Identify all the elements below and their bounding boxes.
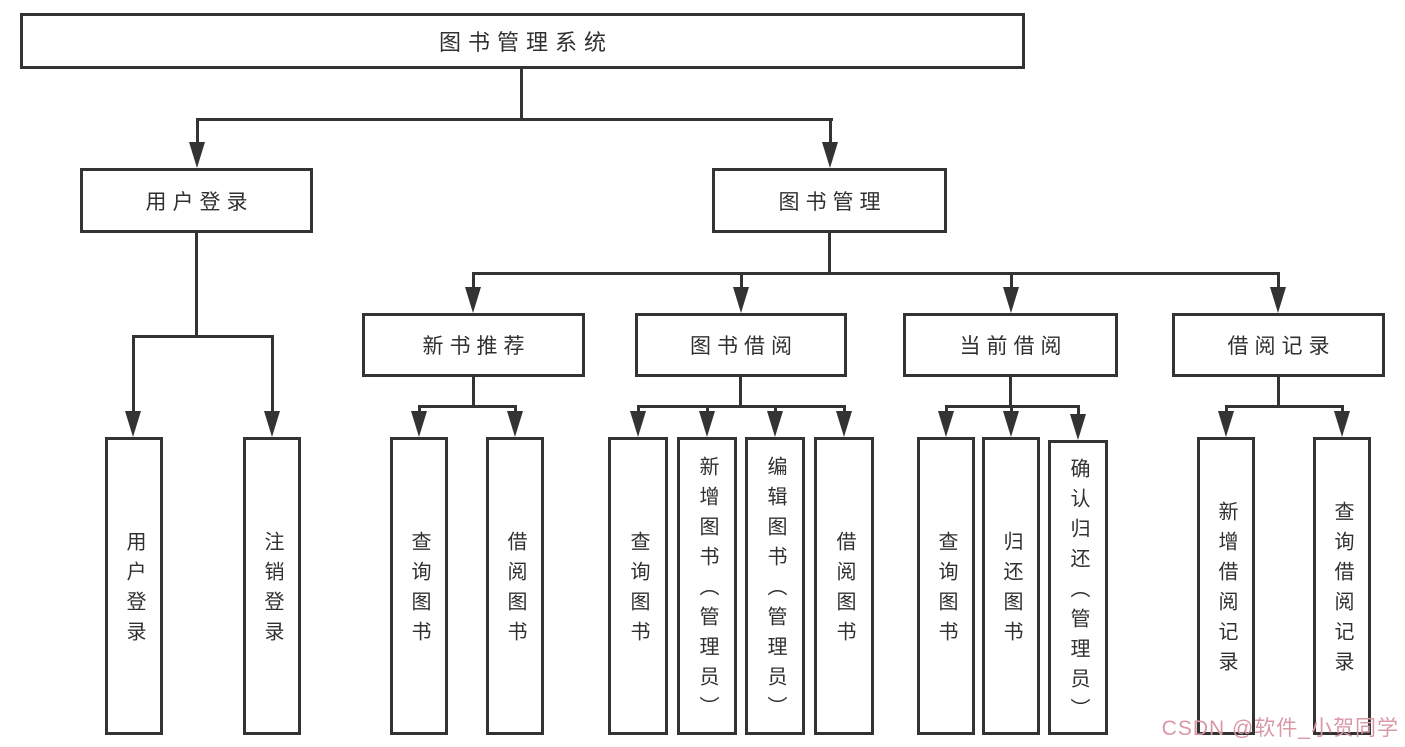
arrowhead-down-icon bbox=[1218, 411, 1234, 437]
connector-line bbox=[739, 377, 742, 407]
leaf-label: 借阅图书 bbox=[833, 531, 855, 651]
arrowhead-down-icon bbox=[733, 287, 749, 313]
connector-line bbox=[195, 233, 198, 338]
connector-line bbox=[472, 272, 1280, 275]
leaf-current-query-books: 查询图书 bbox=[917, 437, 975, 735]
arrowhead-down-icon bbox=[1270, 287, 1286, 313]
leaf-label: 新增图书（管理员） bbox=[696, 456, 718, 726]
connector-line bbox=[132, 335, 274, 338]
connector-line bbox=[1225, 405, 1344, 408]
connector-line bbox=[1341, 407, 1344, 413]
arrowhead-down-icon bbox=[411, 411, 427, 437]
connector-line bbox=[843, 407, 846, 413]
leaf-user-login: 用户登录 bbox=[105, 437, 163, 735]
connector-line bbox=[637, 407, 640, 413]
leaf-label: 用户登录 bbox=[123, 531, 145, 651]
connector-line bbox=[637, 405, 846, 408]
leaf-current-return-books: 归还图书 bbox=[982, 437, 1040, 735]
leaf-logout: 注销登录 bbox=[243, 437, 301, 735]
leaf-label: 注销登录 bbox=[261, 531, 283, 651]
node-new-book-recommend: 新书推荐 bbox=[362, 313, 585, 377]
leaf-records-add-record: 新增借阅记录 bbox=[1197, 437, 1255, 735]
leaf-label: 查询图书 bbox=[935, 531, 957, 651]
leaf-label: 查询借阅记录 bbox=[1331, 501, 1353, 681]
connector-line bbox=[418, 407, 421, 413]
connector-line bbox=[945, 405, 1080, 408]
connector-line bbox=[196, 118, 833, 121]
leaf-label: 查询图书 bbox=[408, 531, 430, 651]
leaf-recommend-query-books: 查询图书 bbox=[390, 437, 448, 735]
connector-line bbox=[1077, 407, 1080, 416]
arrowhead-down-icon bbox=[822, 142, 838, 168]
node-current-borrow: 当前借阅 bbox=[903, 313, 1118, 377]
leaf-recommend-borrow-books: 借阅图书 bbox=[486, 437, 544, 735]
connector-line bbox=[706, 407, 709, 413]
connector-line bbox=[520, 69, 523, 121]
node-book-borrow: 图书借阅 bbox=[635, 313, 847, 377]
leaf-label: 查询图书 bbox=[627, 531, 649, 651]
leaf-borrow-query-books: 查询图书 bbox=[608, 437, 668, 735]
connector-line bbox=[945, 407, 948, 413]
leaf-label: 新增借阅记录 bbox=[1215, 501, 1237, 681]
leaf-current-confirm-return-admin: 确认归还（管理员） bbox=[1048, 440, 1108, 735]
csdn-watermark: CSDN @软件_小贺同学 bbox=[1161, 717, 1399, 740]
leaf-borrow-add-books-admin: 新增图书（管理员） bbox=[677, 437, 737, 735]
arrowhead-down-icon bbox=[767, 411, 783, 437]
connector-line bbox=[829, 120, 832, 144]
arrowhead-down-icon bbox=[264, 411, 280, 437]
connector-line bbox=[1277, 274, 1280, 289]
arrowhead-down-icon bbox=[938, 411, 954, 437]
node-borrow-records: 借阅记录 bbox=[1172, 313, 1385, 377]
connector-line bbox=[774, 407, 777, 413]
connector-line bbox=[740, 274, 743, 289]
connector-line bbox=[1010, 274, 1013, 289]
arrowhead-down-icon bbox=[836, 411, 852, 437]
node-book-management: 图书管理 bbox=[712, 168, 947, 233]
connector-line bbox=[1225, 407, 1228, 413]
arrowhead-down-icon bbox=[1334, 411, 1350, 437]
connector-line bbox=[1010, 407, 1013, 413]
leaf-label: 归还图书 bbox=[1000, 531, 1022, 651]
connector-line bbox=[1277, 377, 1280, 407]
connector-line bbox=[196, 120, 199, 144]
arrowhead-down-icon bbox=[189, 142, 205, 168]
leaf-borrow-borrow-books: 借阅图书 bbox=[814, 437, 874, 735]
connector-line bbox=[472, 377, 475, 407]
arrowhead-down-icon bbox=[507, 411, 523, 437]
leaf-records-query-record: 查询借阅记录 bbox=[1313, 437, 1371, 735]
connector-line bbox=[828, 233, 831, 275]
arrowhead-down-icon bbox=[699, 411, 715, 437]
node-system-root: 图书管理系统 bbox=[20, 13, 1025, 69]
connector-line bbox=[132, 337, 135, 413]
arrowhead-down-icon bbox=[1003, 411, 1019, 437]
leaf-borrow-edit-books-admin: 编辑图书（管理员） bbox=[745, 437, 805, 735]
connector-line bbox=[514, 407, 517, 413]
arrowhead-down-icon bbox=[1070, 414, 1086, 440]
connector-line bbox=[472, 274, 475, 289]
leaf-label: 借阅图书 bbox=[504, 531, 526, 651]
leaf-label: 确认归还（管理员） bbox=[1067, 457, 1089, 728]
arrowhead-down-icon bbox=[125, 411, 141, 437]
leaf-label: 编辑图书（管理员） bbox=[764, 456, 786, 726]
arrowhead-down-icon bbox=[630, 411, 646, 437]
node-user-login: 用户登录 bbox=[80, 168, 313, 233]
arrowhead-down-icon bbox=[1003, 287, 1019, 313]
connector-line bbox=[418, 405, 517, 408]
connector-line bbox=[1009, 377, 1012, 407]
connector-line bbox=[271, 337, 274, 413]
arrowhead-down-icon bbox=[465, 287, 481, 313]
